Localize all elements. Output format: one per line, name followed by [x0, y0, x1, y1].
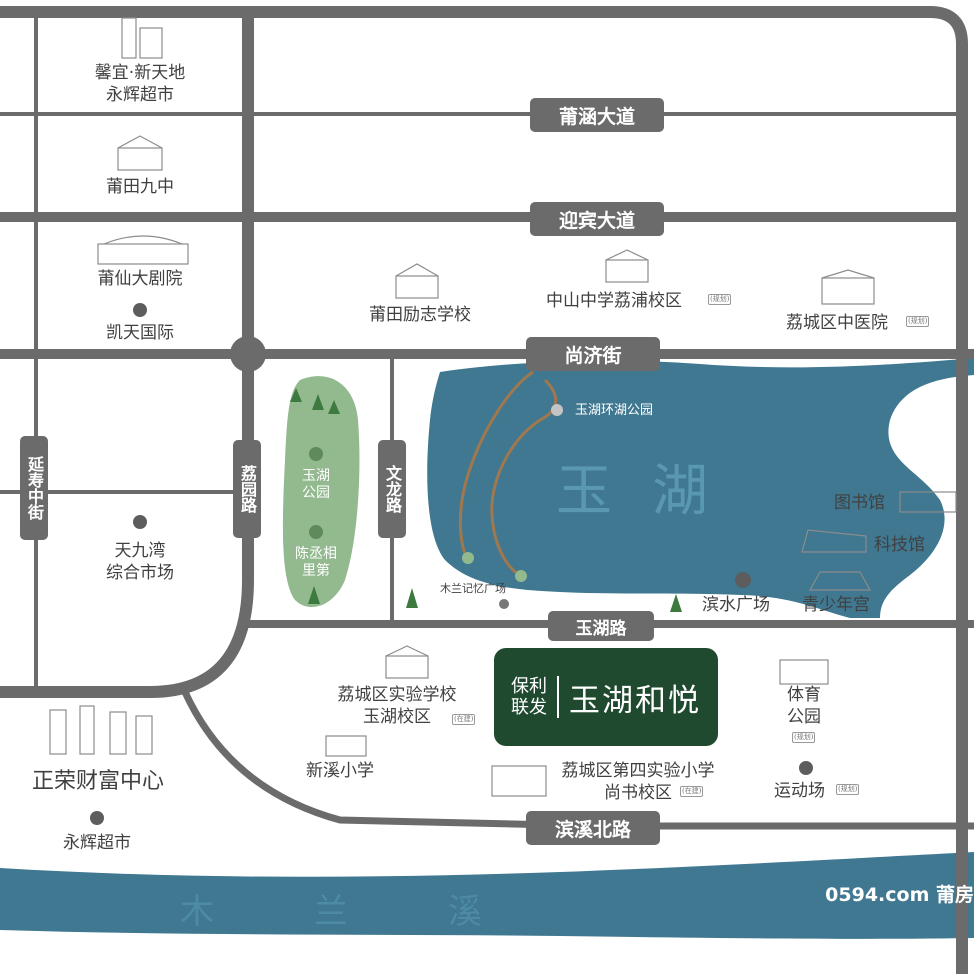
- mulanxi-river: [0, 852, 974, 939]
- poi-yonghui-name: 永辉超市: [106, 85, 174, 105]
- tag-licheng-exp: (在建): [452, 714, 476, 725]
- poi-xinyi: 馨宜·新天地 永辉超市: [70, 62, 210, 106]
- poi-fourth: 荔城区第四实验小学 尚书校区: [548, 760, 728, 804]
- poi-sports-ground: 运动场: [774, 781, 825, 801]
- yuhu-lake: [427, 358, 974, 618]
- poi-science: 科技馆: [874, 535, 925, 555]
- poi-licheng-exp-2: 玉湖校区: [363, 707, 431, 727]
- river-label: 木兰溪: [180, 884, 582, 933]
- tag-sports-park: (规划): [792, 732, 816, 743]
- road-yanshou: 延寿中街: [20, 436, 48, 540]
- poi-tianjiuwan-2: 综合市场: [106, 563, 174, 583]
- watermark: 0594.com 莆房: [825, 884, 974, 906]
- poi-yuhu-park-1: 玉湖: [302, 468, 330, 484]
- yuhu-park-area: [282, 376, 360, 608]
- poi-tianjiuwan-1: 天九湾: [114, 541, 166, 561]
- poi-kaitian: 凯天国际: [106, 323, 174, 343]
- poi-mulan-square: 木兰记忆广场: [440, 582, 506, 595]
- poi-sports-park: 体育 公园: [776, 684, 832, 728]
- road-binxi-north: 滨溪北路: [526, 811, 660, 845]
- project-brand: 保利 联发: [511, 676, 559, 718]
- poi-chen: 陈丞相 里第: [288, 546, 344, 580]
- poi-library: 图书馆: [834, 493, 885, 513]
- poi-zhengrong: 正荣财富中心: [31, 769, 164, 794]
- poi-huanhu: 玉湖环湖公园: [575, 403, 654, 418]
- tag-sports-ground: (规划): [836, 784, 860, 795]
- road-wenlong: 文龙路: [378, 440, 406, 538]
- poi-lizhi-school: 莆田励志学校: [369, 305, 471, 325]
- road-liyuan: 荔园路: [233, 440, 261, 538]
- poi-zhongshan: 中山中学荔浦校区: [546, 291, 682, 311]
- road-shangji: 尚济街: [526, 337, 660, 371]
- poi-tcm-hospital: 荔城区中医院: [786, 313, 888, 333]
- river-name: 木兰溪: [180, 892, 582, 932]
- poi-youth: 青少年宫: [802, 595, 870, 615]
- poi-sports-park-2: 公园: [787, 707, 821, 727]
- poi-theatre: 莆仙大剧院: [97, 269, 183, 289]
- poi-chen-2: 里第: [302, 563, 330, 579]
- poi-xinyi-name: 馨宜·新天地: [94, 63, 186, 83]
- tag-hospital: (规划): [906, 316, 930, 327]
- poi-putian-9: 莆田九中: [106, 177, 174, 197]
- lake-trail-1: [458, 370, 534, 561]
- road-yuhu: 玉湖路: [548, 611, 654, 641]
- poi-fourth-1: 荔城区第四实验小学: [561, 761, 715, 781]
- poi-licheng-exp-1: 荔城区实验学校: [337, 685, 457, 705]
- poi-binshui: 滨水广场: [702, 595, 770, 615]
- project-badge[interactable]: 保利 联发 玉湖和悦: [494, 648, 718, 746]
- poi-tianjiuwan: 天九湾 综合市场: [80, 540, 200, 584]
- road-puhan: 莆涵大道: [530, 98, 664, 132]
- poi-fourth-2: 尚书校区: [604, 783, 672, 803]
- poi-chen-1: 陈丞相: [295, 546, 337, 562]
- tag-zhongshan: (规划): [708, 294, 732, 305]
- poi-xinxi: 新溪小学: [306, 761, 374, 781]
- poi-licheng-exp: 荔城区实验学校 玉湖校区: [322, 684, 472, 728]
- poi-sports-park-1: 体育: [787, 685, 821, 705]
- project-brand-2: 联发: [511, 697, 547, 718]
- poi-yuhu-park: 玉湖 公园: [292, 468, 340, 502]
- project-name: 玉湖和悦: [569, 682, 701, 719]
- lake-label: 玉湖: [556, 459, 748, 524]
- poi-yonghui-2: 永辉超市: [63, 833, 131, 853]
- project-brand-1: 保利: [511, 676, 547, 697]
- poi-yuhu-park-2: 公园: [302, 485, 330, 501]
- road-yingbin: 迎宾大道: [530, 202, 664, 236]
- tag-fourth: (在建): [680, 786, 704, 797]
